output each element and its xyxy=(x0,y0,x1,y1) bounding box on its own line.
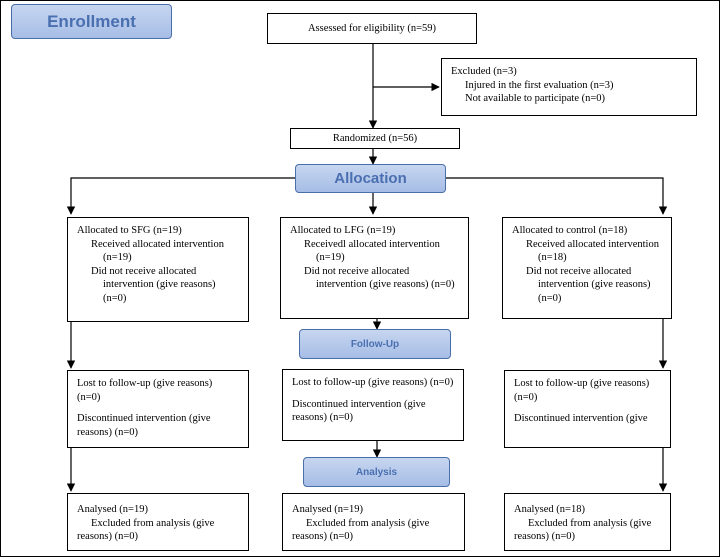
allocated-control-not-received: Did not receive allocated xyxy=(526,265,632,277)
allocated-control-box: Allocated to control (n=18) Received all… xyxy=(502,217,672,319)
allocated-control-received: Received allocated intervention xyxy=(526,238,659,250)
allocated-sfg-received: Received allocated intervention xyxy=(91,238,224,250)
arrow-to-control xyxy=(446,177,668,215)
allocated-sfg-box: Allocated to SFG (n=19) Received allocat… xyxy=(67,217,249,322)
analysed-sfg-title: Analysed (n=19) xyxy=(77,504,148,515)
analysed-sfg-box: Analysed (n=19) Excluded from analysis (… xyxy=(67,493,249,551)
analysed-control-excluded: Excluded from analysis (give xyxy=(528,517,652,529)
allocated-lfg-not-received: Did not receive allocated xyxy=(304,265,410,277)
followup-lfg-box: Lost to follow-up (give reasons) (n=0) D… xyxy=(282,369,464,441)
followup-sfg-box: Lost to follow-up (give reasons) (n=0) D… xyxy=(67,370,249,448)
assessed-box: Assessed for eligibility (n=59) xyxy=(267,13,477,44)
followup-control-box: Lost to follow-up (give reasons) (n=0) D… xyxy=(504,370,671,448)
excluded-item-unavailable: Not available to participate (n=0) xyxy=(465,93,606,104)
excluded-title: Excluded (n=3) xyxy=(451,66,517,77)
analysed-lfg-title: Analysed (n=19) xyxy=(292,504,363,515)
allocated-sfg-received-n: (n=19) xyxy=(103,252,132,263)
analysed-control-title: Analysed (n=18) xyxy=(514,504,585,515)
analysed-lfg-box: Analysed (n=19) Excluded from analysis (… xyxy=(282,493,465,551)
allocated-lfg-received: Receivedl allocated intervention xyxy=(304,238,440,250)
allocated-lfg-received-n: (n=19) xyxy=(316,252,345,263)
enrollment-stage: Enrollment xyxy=(11,4,172,39)
followup-lfg-discontinued-2: reasons) (n=0) xyxy=(292,412,354,423)
followup-control-discontinued: Discontinued intervention (give xyxy=(514,413,648,424)
allocation-stage: Allocation xyxy=(295,164,446,193)
followup-control-lost-n: (n=0) xyxy=(514,391,538,403)
randomized-box: Randomized (n=56) xyxy=(290,128,460,149)
allocated-sfg-title: Allocated to SFG (n=19) xyxy=(77,225,182,236)
allocated-control-title: Allocated to control (n=18) xyxy=(512,225,628,236)
excluded-box: Excluded (n=3) Injured in the first eval… xyxy=(441,58,697,116)
allocated-sfg-not-received: Did not receive allocated xyxy=(91,265,197,277)
analysed-control-box: Analysed (n=18) Excluded from analysis (… xyxy=(504,493,671,551)
allocated-control-received-n: (n=18) xyxy=(538,252,567,263)
excluded-item-injured: Injured in the first evaluation (n=3) xyxy=(465,79,614,91)
followup-control-lost: Lost to follow-up (give reasons) xyxy=(514,378,650,389)
analysed-sfg-excluded-2: reasons) (n=0) xyxy=(77,531,139,542)
allocated-sfg-not-received-n: (n=0) xyxy=(103,292,127,304)
followup-sfg-discontinued: Discontinued intervention (give xyxy=(77,413,211,424)
allocated-sfg-not-received-2: intervention (give reasons) xyxy=(103,279,216,290)
arrow-to-sfg xyxy=(66,177,295,215)
allocated-lfg-box: Allocated to LFG (n=19) Receivedl alloca… xyxy=(280,217,469,319)
follow-up-stage: Follow-Up xyxy=(299,329,451,359)
followup-lfg-lost: Lost to follow-up (give reasons) (n=0) xyxy=(292,377,454,388)
analysis-stage: Analysis xyxy=(303,457,450,487)
allocated-control-not-received-2: intervention (give reasons) xyxy=(538,279,651,290)
analysed-control-excluded-2: reasons) (n=0) xyxy=(514,531,576,542)
followup-sfg-discontinued-2: reasons) (n=0) xyxy=(77,426,139,438)
followup-sfg-lost: Lost to follow-up (give reasons) xyxy=(77,378,213,389)
allocated-lfg-title: Allocated to LFG (n=19) xyxy=(290,225,396,236)
analysed-lfg-excluded: Excluded from analysis (give xyxy=(306,517,430,529)
allocated-lfg-not-received-2: intervention (give reasons) (n=0) xyxy=(316,279,455,290)
analysed-lfg-excluded-2: reasons) (n=0) xyxy=(292,531,354,542)
followup-lfg-discontinued: Discontinued intervention (give xyxy=(292,398,426,410)
allocated-control-not-received-n: (n=0) xyxy=(538,292,562,304)
followup-sfg-lost-n: (n=0) xyxy=(77,391,101,403)
analysed-sfg-excluded: Excluded from analysis (give xyxy=(91,517,215,529)
